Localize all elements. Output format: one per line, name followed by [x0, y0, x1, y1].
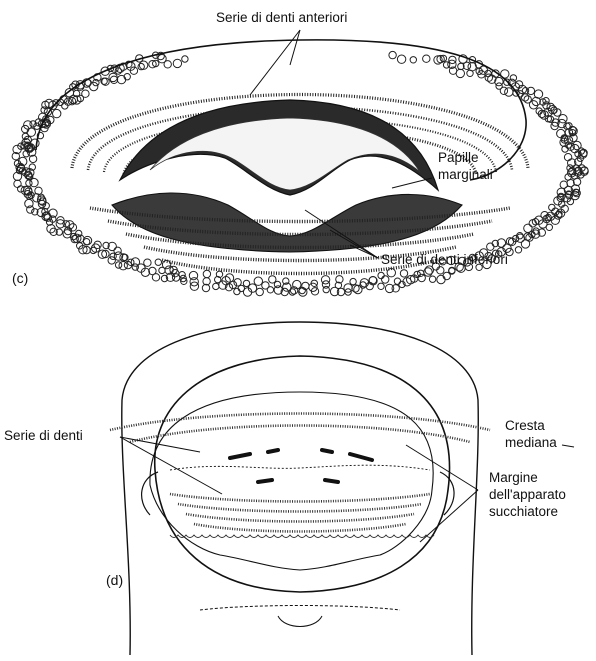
panel-c-tag: (c) [12, 270, 28, 286]
label-margin-line3: succhiatore [489, 504, 558, 520]
chin-mark [200, 606, 400, 611]
label-crest-line1: Cresta [505, 418, 545, 434]
label-inferior-teeth: Serie di denti inferiori [381, 252, 508, 268]
leader-teeth-1 [120, 437, 200, 452]
crest-dashes [230, 450, 372, 482]
panel-d-tag: (d) [106, 572, 123, 588]
leader-teeth-2 [120, 437, 222, 494]
label-papillae-line2: marginali [438, 167, 493, 183]
label-anterior-teeth: Serie di denti anteriori [216, 10, 347, 26]
sucker-inner-disc [150, 392, 433, 570]
leader-anterior-1 [250, 30, 300, 95]
median-crest [170, 465, 430, 470]
sucker-outer-rim [155, 356, 450, 592]
label-margin-line2: dell'apparato [489, 487, 566, 503]
leader-margin-2 [420, 490, 478, 542]
label-teeth-rows: Serie di denti [4, 428, 83, 444]
leader-margin-1 [406, 445, 478, 490]
label-papillae-line1: Papille [438, 150, 479, 166]
chin-bump [278, 616, 322, 627]
leader-crest [562, 445, 574, 447]
leader-anterior-2 [290, 30, 300, 65]
leader-papillae [392, 178, 432, 188]
label-margin-line1: Margine [489, 470, 538, 486]
label-crest-line2: mediana [505, 435, 557, 451]
